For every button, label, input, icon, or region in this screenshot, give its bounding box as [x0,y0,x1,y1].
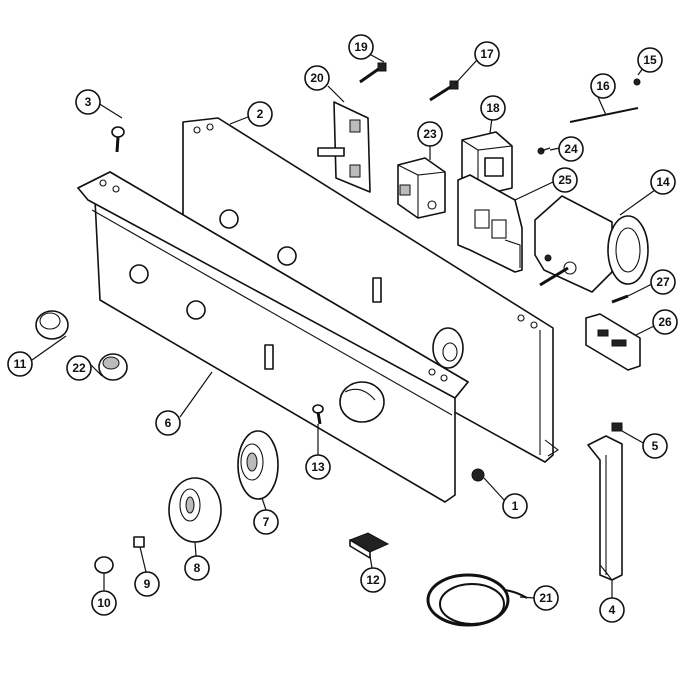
rear-panel-part-2 [182,117,559,463]
callout-10: 10 [91,590,117,616]
callout-label: 19 [354,40,368,54]
rod-part-16 [569,107,639,123]
callout-2: 2 [247,101,273,127]
callout-26: 26 [652,309,678,335]
callout-label: 8 [194,561,201,575]
callout-25: 25 [552,167,578,193]
clip-part-9 [133,536,145,548]
callout-label: 15 [643,53,657,67]
callout-label: 26 [658,315,672,329]
callout-label: 1 [512,499,519,513]
callout-label: 22 [72,361,86,375]
callout-18: 18 [480,95,506,121]
clip-part-5 [611,422,623,432]
callout-22: 22 [66,355,92,381]
trim-part-4 [587,435,623,581]
callout-label: 3 [85,95,92,109]
screw-part-24 [537,147,551,155]
callout-4: 4 [599,597,625,623]
callout-label: 2 [257,107,264,121]
bracket-part-25 [457,174,523,273]
callout-3: 3 [75,89,101,115]
callout-label: 5 [652,439,659,453]
front-panel-part-6 [77,171,469,503]
callout-label: 11 [14,357,27,371]
switch-part-23 [397,157,446,219]
callout-17: 17 [474,41,500,67]
callout-9: 9 [134,571,160,597]
callout-label: 27 [656,275,670,289]
callout-label: 24 [564,142,578,156]
callout-6: 6 [155,410,181,436]
screw-part-13 [312,404,324,425]
callout-11: 11 [7,351,33,377]
callout-19: 19 [348,34,374,60]
callout-20: 20 [304,65,330,91]
callout-27: 27 [650,269,676,295]
block-part-12 [348,532,390,559]
callout-label: 25 [558,173,572,187]
callout-label: 13 [311,460,325,474]
callout-label: 14 [656,175,670,189]
callout-1: 1 [502,493,528,519]
screw-part-3 [111,126,125,153]
screw-part-27 [611,294,629,304]
callout-21: 21 [533,585,559,611]
switch-part-20 [317,101,371,193]
callout-label: 6 [165,416,172,430]
callout-5: 5 [642,433,668,459]
callout-14: 14 [650,169,676,195]
callout-24: 24 [558,136,584,162]
callout-label: 7 [263,515,270,529]
screw-part-15 [633,78,641,86]
callout-label: 4 [609,603,616,617]
callout-label: 17 [480,47,494,61]
callout-12: 12 [360,567,386,593]
callout-13: 13 [305,454,331,480]
callout-label: 18 [486,101,500,115]
callout-label: 21 [539,591,553,605]
screw-part-19 [359,62,387,84]
nut-part-1 [471,468,485,482]
callout-15: 15 [637,47,663,73]
callout-label: 23 [423,127,437,141]
board-part-26 [585,313,641,371]
callout-label: 9 [144,577,151,591]
dial-part-7 [237,430,279,500]
screw-part-17 [429,80,459,102]
knob-part-11 [35,310,69,340]
callout-7: 7 [253,509,279,535]
callout-label: 16 [596,79,610,93]
timer-part-14 [534,195,649,293]
callout-8: 8 [184,555,210,581]
wire-harness-part-21 [426,573,528,627]
callout-16: 16 [590,73,616,99]
callout-label: 20 [310,71,324,85]
callout-label: 12 [366,573,380,587]
knob-part-10 [94,556,114,574]
callout-23: 23 [417,121,443,147]
callout-label: 10 [97,596,111,610]
knob-part-22 [98,353,128,381]
dial-part-8 [168,477,222,543]
